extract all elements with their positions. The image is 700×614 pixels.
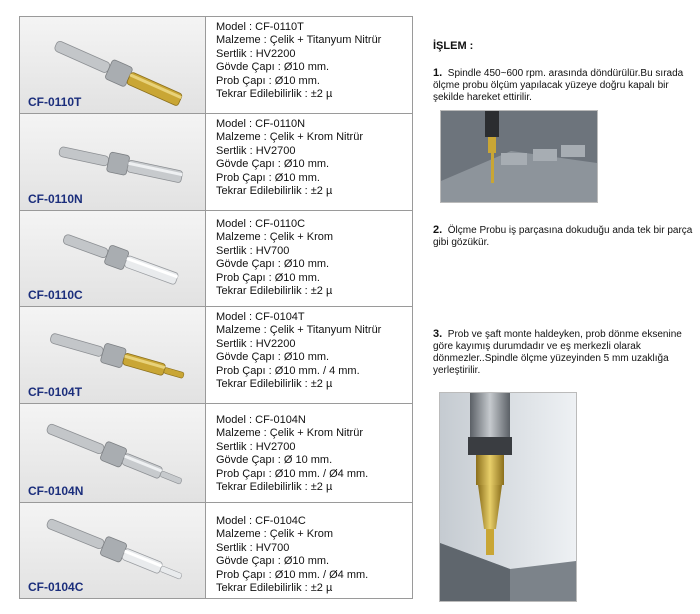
product-row: CF-0110N Model : CF-0110N Malzeme : Çeli… [20, 114, 412, 211]
product-image: CF-0104N [20, 404, 206, 502]
step-text: Spindle 450~600 rpm. arasında döndürülür… [433, 68, 684, 103]
process-photo [439, 392, 577, 602]
step-text: Ölçme Probu iş parçasına dokuduğu anda t… [433, 225, 693, 248]
spec-body-diameter: Gövde Çapı : Ø 10 mm. [216, 454, 333, 467]
product-code: CF-0110T [28, 95, 82, 109]
spec-hardness: Sertlik : HV2200 [216, 337, 296, 350]
step-number: 2. [433, 224, 443, 236]
product-row: CF-0104T Model : CF-0104T Malzeme : Çeli… [20, 307, 412, 404]
machining-photo-illustration [441, 111, 597, 202]
spec-body-diameter: Gövde Çapı : Ø10 mm. [216, 61, 330, 74]
product-spec: Model : CF-0104C Malzeme : Çelik + Krom … [216, 515, 368, 595]
spec-repeatability: Tekrar Edilebilirlik : ±2 µ [216, 185, 333, 198]
product-code: CF-0110N [28, 192, 83, 206]
product-row: CF-0110T Model : CF-0110T Malzeme : Çeli… [20, 17, 412, 114]
process-panel: İŞLEM : 1. Spindle 450~600 rpm. arasında… [430, 0, 700, 614]
product-spec: Model : CF-0110N Malzeme : Çelik + Krom … [216, 118, 363, 198]
spec-repeatability: Tekrar Edilebilirlik : ±2 µ [216, 285, 333, 298]
step-text: Prob ve şaft monte haldeyken, prob dönme… [433, 329, 682, 376]
spec-probe-diameter: Prob Çapı : Ø10 mm. [216, 171, 320, 184]
product-code: CF-0110C [28, 288, 83, 302]
spec-hardness: Sertlik : HV2700 [216, 440, 296, 453]
spec-hardness: Sertlik : HV700 [216, 541, 290, 554]
spindle-photo-illustration [440, 393, 576, 601]
spec-repeatability: Tekrar Edilebilirlik : ±2 µ [216, 582, 333, 595]
spec-probe-diameter: Prob Çapı : Ø10 mm. / Ø4 mm. [216, 467, 369, 480]
spec-repeatability: Tekrar Edilebilirlik : ±2 µ [216, 88, 333, 101]
product-code: CF-0104N [28, 484, 84, 498]
spec-probe-diameter: Prob Çapı : Ø10 mm. / 4 mm. [216, 364, 360, 377]
probe-illustration [46, 423, 183, 485]
spec-probe-diameter: Prob Çapı : Ø10 mm. / Ø4 mm. [216, 568, 369, 581]
spec-body-diameter: Gövde Çapı : Ø10 mm. [216, 258, 330, 271]
product-table: CF-0110T Model : CF-0110T Malzeme : Çeli… [19, 16, 413, 599]
spec-probe-diameter: Prob Çapı : Ø10 mm. [216, 271, 320, 284]
spec-body-diameter: Gövde Çapı : Ø10 mm. [216, 555, 330, 568]
product-row: CF-0104N Model : CF-0104N Malzeme : Çeli… [20, 404, 412, 503]
probe-illustration [46, 518, 183, 580]
probe-illustration [54, 40, 183, 106]
step-number: 3. [433, 328, 443, 340]
product-code: CF-0104T [28, 385, 83, 399]
spec-probe-diameter: Prob Çapı : Ø10 mm. [216, 74, 320, 87]
spec-hardness: Sertlik : HV700 [216, 244, 290, 257]
product-image: CF-0110N [20, 114, 206, 210]
process-step: 2. Ölçme Probu iş parçasına dokuduğu and… [433, 224, 695, 249]
probe-illustration [50, 333, 185, 379]
product-code: CF-0104C [28, 580, 84, 594]
spec-material: Malzeme : Çelik + Krom Nitrür [216, 131, 364, 144]
process-step: 1. Spindle 450~600 rpm. arasında döndürü… [433, 67, 695, 104]
product-spec: Model : CF-0110T Malzeme : Çelik + Titan… [216, 21, 381, 101]
product-image: CF-0110C [20, 211, 206, 306]
spec-model: Model : CF-0104C [216, 515, 306, 527]
spec-hardness: Sertlik : HV2700 [216, 144, 296, 157]
spec-hardness: Sertlik : HV2200 [216, 47, 296, 60]
spec-model: Model : CF-0110N [216, 118, 306, 130]
spec-material: Malzeme : Çelik + Titanyum Nitrür [216, 324, 382, 337]
spec-material: Malzeme : Çelik + Krom [216, 528, 334, 541]
spec-repeatability: Tekrar Edilebilirlik : ±2 µ [216, 481, 333, 494]
probe-illustration [63, 234, 179, 285]
spec-model: Model : CF-0110T [216, 21, 304, 33]
product-image: CF-0104C [20, 503, 206, 598]
spec-material: Malzeme : Çelik + Titanyum Nitrür [216, 34, 382, 47]
product-spec: Model : CF-0104T Malzeme : Çelik + Titan… [216, 311, 381, 391]
step-number: 1. [433, 67, 443, 79]
product-image: CF-0110T [20, 17, 206, 113]
spec-model: Model : CF-0104T [216, 311, 305, 323]
spec-body-diameter: Gövde Çapı : Ø10 mm. [216, 158, 330, 171]
spec-model: Model : CF-0104N [216, 414, 306, 426]
product-image: CF-0104T [20, 307, 206, 403]
probe-illustration [58, 146, 183, 183]
product-row: CF-0110C Model : CF-0110C Malzeme : Çeli… [20, 211, 412, 307]
product-spec: Model : CF-0104N Malzeme : Çelik + Krom … [216, 414, 368, 494]
process-step: 3. Prob ve şaft monte haldeyken, prob dö… [433, 328, 695, 377]
spec-model: Model : CF-0110C [216, 218, 306, 230]
product-spec: Model : CF-0110C Malzeme : Çelik + Krom … [216, 218, 333, 298]
spec-repeatability: Tekrar Edilebilirlik : ±2 µ [216, 378, 333, 391]
process-heading: İŞLEM : [433, 40, 474, 52]
spec-material: Malzeme : Çelik + Krom Nitrür [216, 427, 364, 440]
process-photo [440, 110, 598, 203]
spec-material: Malzeme : Çelik + Krom [216, 231, 334, 244]
product-row: CF-0104C Model : CF-0104C Malzeme : Çeli… [20, 503, 412, 598]
spec-body-diameter: Gövde Çapı : Ø10 mm. [216, 351, 330, 364]
